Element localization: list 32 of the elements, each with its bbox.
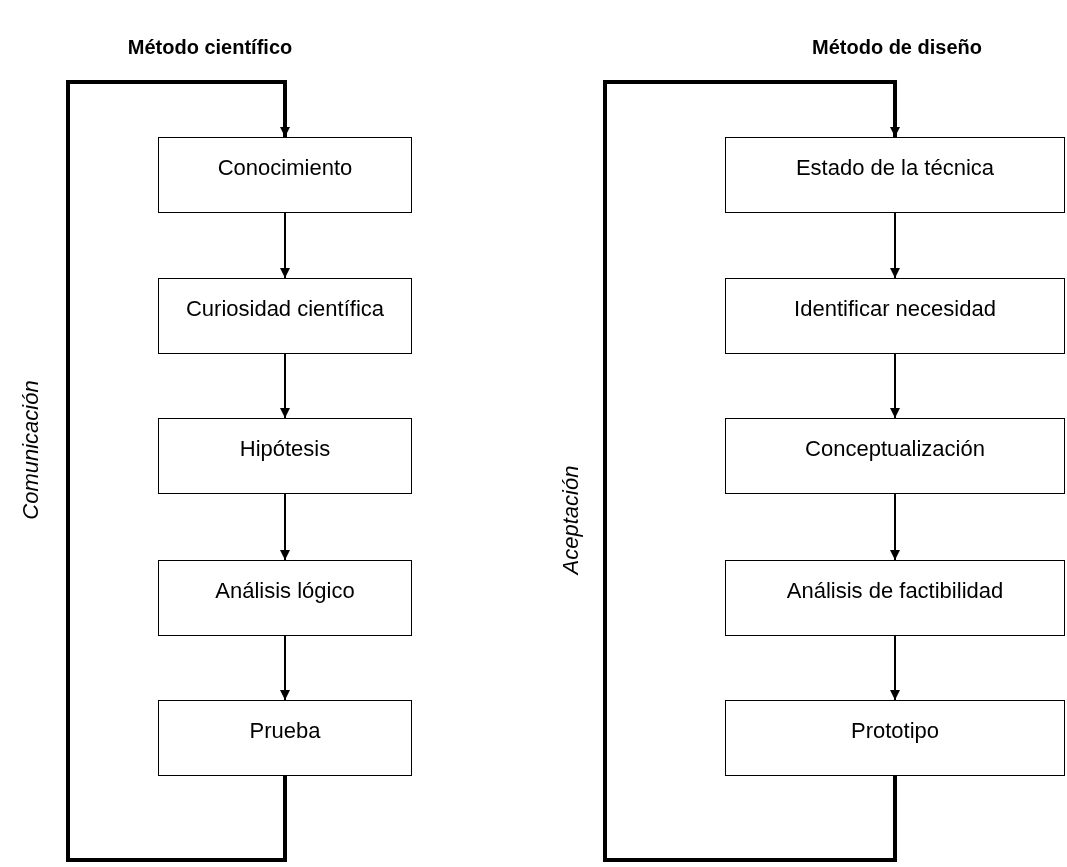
arrow [66, 80, 290, 862]
process-box [158, 560, 412, 636]
box-label: Análisis lógico [215, 576, 355, 605]
process-box [158, 278, 412, 354]
arrow [603, 80, 900, 862]
column-title: Método científico [127, 35, 293, 60]
box-label: Prueba [249, 716, 321, 745]
box-label: Conocimiento [217, 153, 353, 182]
process-box [725, 278, 1065, 354]
process-box [725, 700, 1065, 776]
arrow [890, 635, 900, 701]
arrow [890, 353, 900, 419]
box-label: Estado de la técnica [795, 153, 995, 182]
box-label: Conceptualización [805, 434, 985, 463]
process-box [725, 137, 1065, 213]
column-title: Método de diseño [812, 35, 982, 60]
arrow [890, 212, 900, 279]
box-label: Identificar necesidad [794, 294, 996, 323]
arrow [280, 635, 290, 701]
process-box [725, 560, 1065, 636]
box-label: Curiosidad científica [185, 294, 385, 323]
arrow [280, 493, 290, 561]
arrow [280, 353, 290, 419]
process-box [158, 700, 412, 776]
process-box [158, 418, 412, 494]
box-label: Análisis de factibilidad [786, 576, 1004, 605]
process-box [725, 418, 1065, 494]
box-label: Prototipo [850, 716, 940, 745]
arrow [280, 212, 290, 279]
process-box [158, 137, 412, 213]
arrow [890, 493, 900, 561]
box-label: Hipótesis [239, 434, 331, 463]
